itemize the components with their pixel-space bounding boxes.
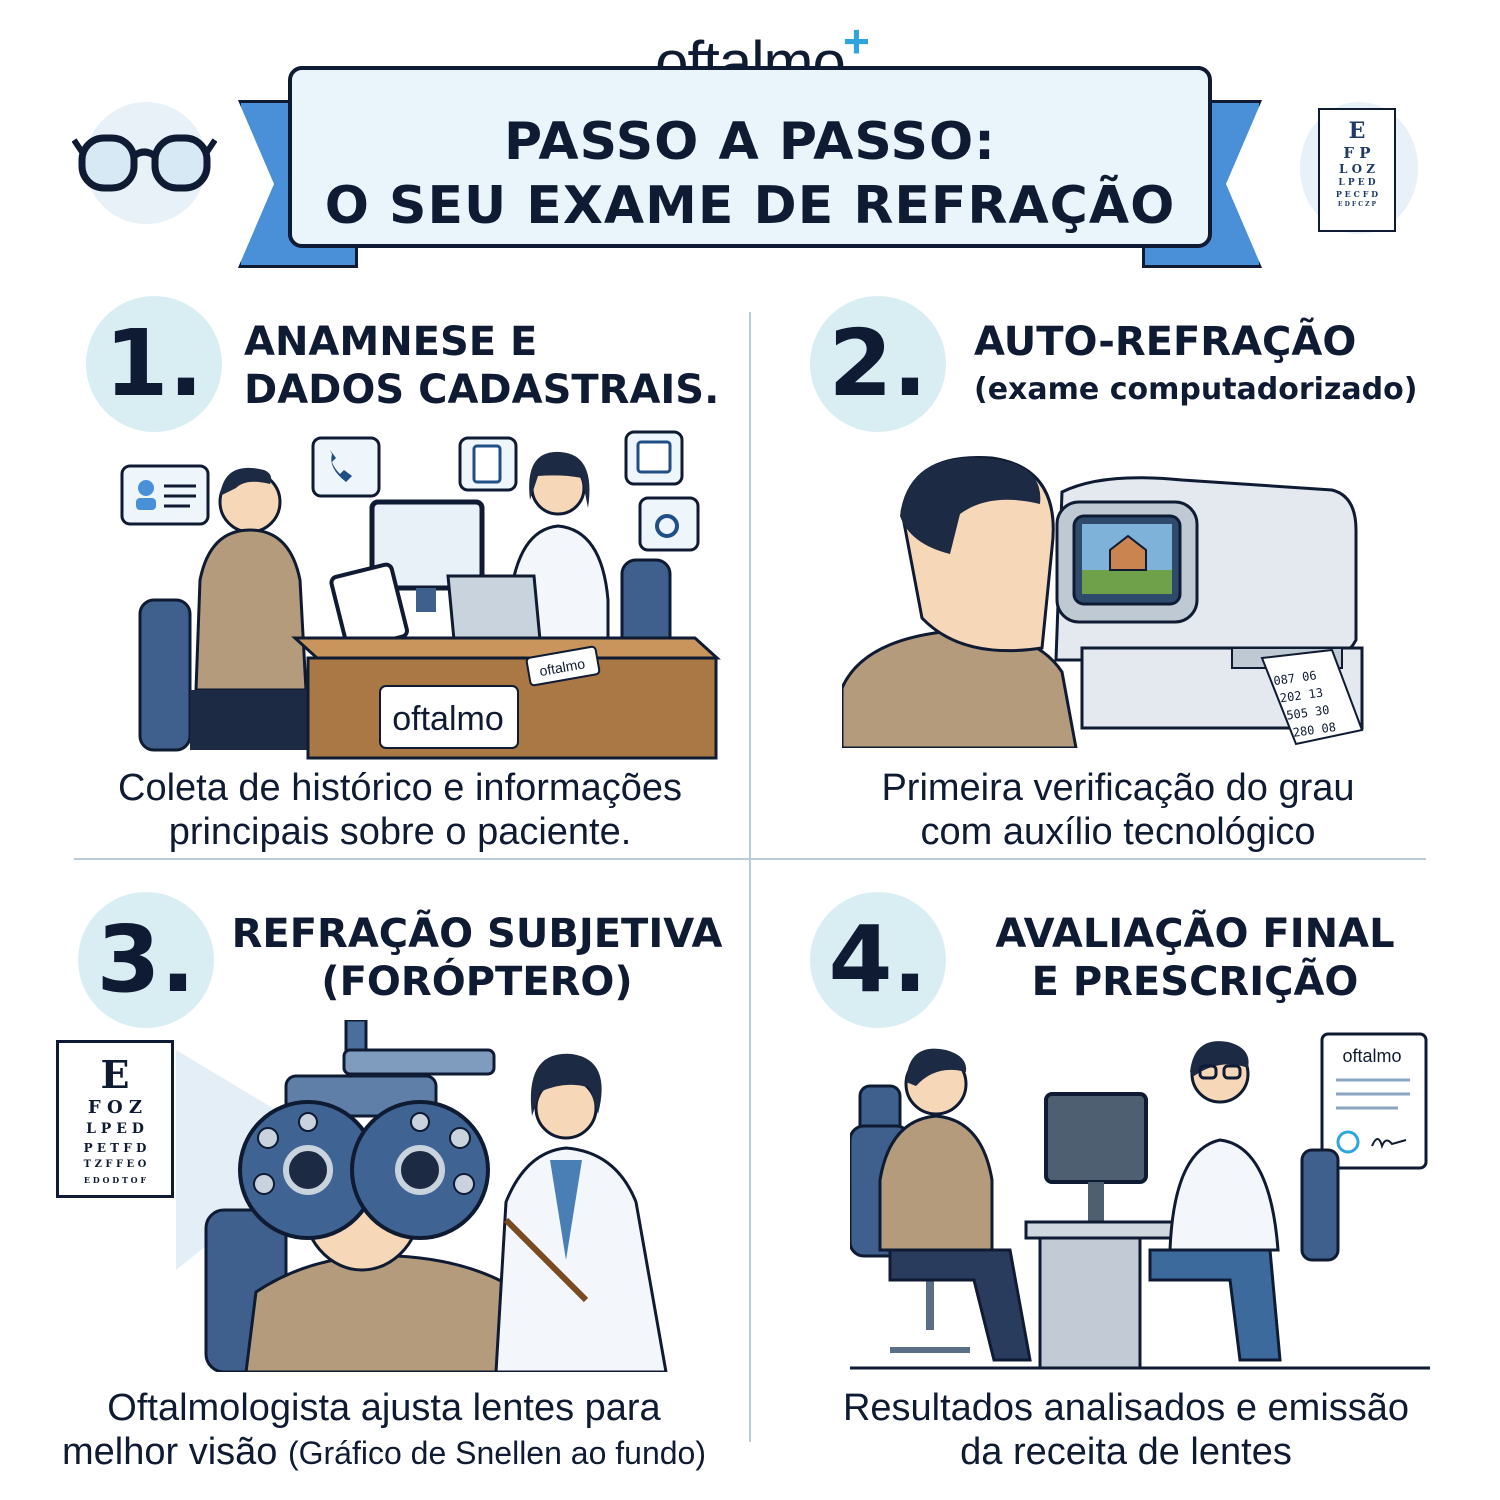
eye-chart-row: F P — [1343, 144, 1371, 162]
step-description: Coleta de histórico e informações princi… — [50, 766, 750, 854]
step-number: 2. — [810, 296, 946, 432]
reception-illustration: oftalmo oftalmo — [120, 430, 721, 760]
printout-line: 280 08 — [1292, 720, 1337, 740]
svg-text:087 06 202 13 505: 087 06 202 13 505 30 280 08 — [1273, 666, 1340, 741]
step-number: 3. — [78, 892, 214, 1028]
snellen-row: P E T F D — [83, 1141, 147, 1155]
snellen-row: E — [100, 1052, 130, 1097]
page-title-line2: O SEU EXAME DE REFRAÇÃO — [324, 176, 1176, 236]
title-banner: PASSO A PASSO: O SEU EXAME DE REFRAÇÃO — [288, 66, 1212, 248]
autorefractor-illustration: 087 06 202 13 505 30 280 08 — [842, 455, 1364, 748]
printout-line: 202 13 — [1279, 685, 1324, 705]
eye-chart-row: L O Z — [1338, 162, 1375, 176]
desk-brand-sign: oftalmo — [392, 700, 504, 738]
step-title-line: (FORÓPTERO) — [321, 959, 633, 1005]
desk-brand-card: oftalmo — [538, 655, 586, 679]
step-title-line: AUTO-REFRAÇÃO — [974, 319, 1357, 365]
step-description-line: com auxílio tecnológico — [920, 811, 1316, 853]
step-title-line: (exame computadorizado) — [974, 372, 1418, 407]
eye-chart-icon: E F P L O Z L P E D P E C F D E D F C Z … — [1318, 108, 1396, 232]
step-title: AVALIAÇÃO FINAL E PRESCRIÇÃO — [960, 910, 1430, 1006]
prescription-brand: oftalmo — [1342, 1046, 1401, 1066]
step-description-line: Oftalmologista ajusta lentes para — [107, 1387, 661, 1429]
step-title: REFRAÇÃO SUBJETIVA (FORÓPTERO) — [222, 910, 732, 1006]
step-description-note: (Gráfico de Snellen ao fundo) — [287, 1435, 706, 1471]
step-title: AUTO-REFRAÇÃO (exame computadorizado) — [974, 318, 1417, 414]
step-description-line: principais sobre o paciente. — [168, 811, 632, 853]
step-description-line: da receita de lentes — [960, 1431, 1292, 1473]
step-description: Resultados analisados e emissão da recei… — [776, 1386, 1476, 1474]
snellen-row: E D O D T O F — [83, 1175, 147, 1185]
step-description-line: melhor visão — [61, 1431, 278, 1473]
step-number: 1. — [86, 296, 222, 432]
page-title-line1: PASSO A PASSO: — [504, 112, 996, 172]
step-description: Primeira verificação do grau com auxílio… — [768, 766, 1468, 854]
printout-line: 505 30 — [1285, 703, 1330, 723]
eye-chart-row: P E C F D — [1335, 189, 1379, 199]
phoropter-illustration — [176, 1020, 668, 1372]
step-number: 4. — [810, 892, 946, 1028]
snellen-row: F O Z — [87, 1097, 143, 1118]
printout-line: 087 06 — [1273, 668, 1318, 688]
step-title-line: DADOS CADASTRAIS. — [244, 367, 720, 413]
step-description-line: Coleta de histórico e informações — [118, 767, 682, 809]
step-title-line: ANAMNESE E — [244, 319, 538, 365]
snellen-chart: E F O Z L P E D P E T F D T Z F F E O E … — [56, 1040, 174, 1198]
eye-chart-row: L P E D — [1338, 178, 1376, 188]
step-title-line: REFRAÇÃO SUBJETIVA — [231, 911, 723, 957]
eye-chart-row: E D F C Z P — [1337, 201, 1377, 208]
step-description-line: Resultados analisados e emissão — [842, 1387, 1410, 1429]
snellen-row: L P E D — [86, 1121, 144, 1137]
brand-plus-icon: + — [843, 15, 870, 67]
step-description-line: Primeira verificação do grau — [881, 767, 1355, 809]
consultation-illustration: oftalmo — [850, 1032, 1430, 1370]
step-title-line: E PRESCRIÇÃO — [1031, 959, 1359, 1005]
snellen-row: T Z F F E O — [83, 1159, 147, 1170]
step-title-line: AVALIAÇÃO FINAL — [995, 911, 1395, 957]
divider-vertical — [749, 312, 751, 1442]
eye-chart-row: E — [1348, 118, 1366, 144]
divider-horizontal — [74, 858, 1426, 860]
step-title: ANAMNESE E DADOS CADASTRAIS. — [244, 318, 719, 414]
step-description: Oftalmologista ajusta lentes para melhor… — [34, 1386, 734, 1475]
glasses-icon — [72, 134, 217, 192]
